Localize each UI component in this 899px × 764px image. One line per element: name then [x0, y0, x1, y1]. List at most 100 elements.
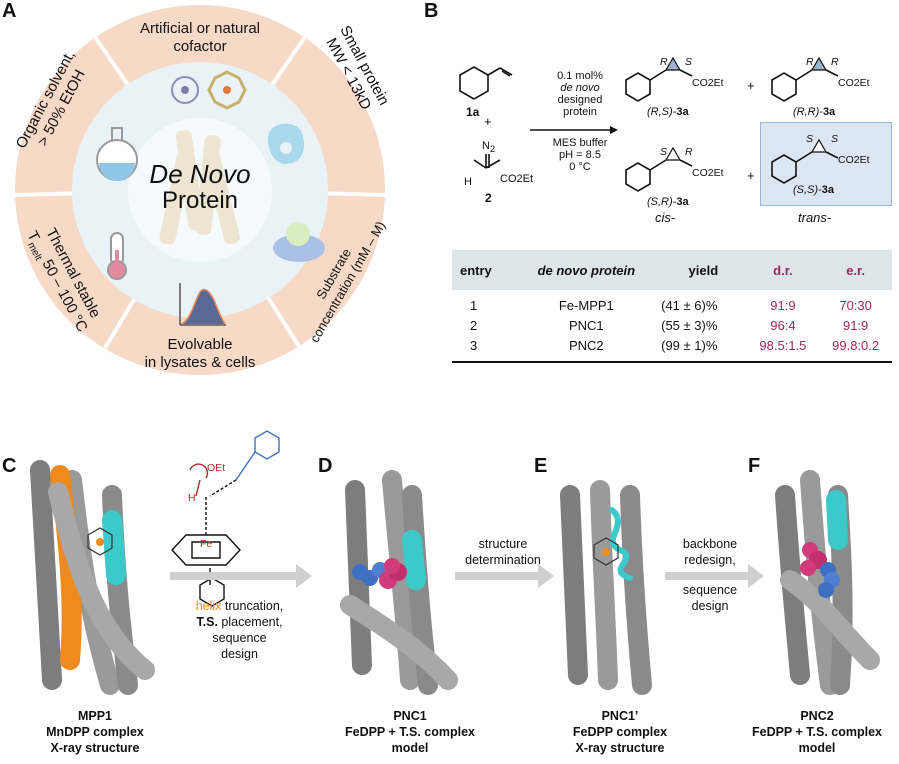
- conditions-top: 0.1 mol% de novo designed protein: [530, 70, 630, 118]
- product-ss-label: (S,S)-3a: [793, 184, 834, 196]
- caption-d-line3: model: [391, 741, 429, 755]
- cell-yield: (41 ± 6)%: [661, 298, 718, 313]
- results-table: entry de novo protein yield d.r. e.r. 1 …: [452, 250, 892, 363]
- product-rr-r2: R: [831, 56, 839, 68]
- table-row: 1 Fe-MPP1 (41 ± 6)% 91:9 70:30: [452, 290, 892, 314]
- pnc2-helix-bundle: [775, 470, 880, 695]
- cofactor-icon: [171, 70, 247, 110]
- col-yield: yield: [688, 262, 719, 278]
- arrow-1-helix-word: helix: [195, 599, 222, 613]
- caption-d-line2: FeDPP + T.S. complex: [344, 725, 476, 739]
- arrow-2-line2: determination: [465, 553, 541, 567]
- histogram-icon: [179, 283, 226, 326]
- h-label: H: [464, 176, 472, 188]
- trans-ss-highlight-box: [760, 122, 892, 206]
- caption-f-line1: PNC2: [800, 709, 834, 723]
- diazo-ester-structure: [473, 154, 501, 169]
- product-ss-co2et: CO2Et: [838, 154, 870, 166]
- ts-h-label: H: [188, 492, 196, 504]
- reactant-plus: +: [484, 114, 492, 129]
- arrow-1-line2: T.S. placement,: [172, 614, 307, 630]
- pnc2-substrate-spheres: [800, 542, 840, 598]
- product-sr-r1: S: [660, 146, 668, 158]
- product-plus-1: +: [747, 78, 755, 93]
- reactant-1a-label: 1a: [466, 105, 480, 119]
- product-rs-stereo: (R,S)-: [647, 106, 677, 118]
- panel-label-b: B: [424, 0, 439, 22]
- product-rs-co2et: CO2Et: [692, 77, 724, 89]
- panel-label-f: F: [748, 455, 761, 477]
- pnc1-substrate-spheres: [352, 558, 407, 589]
- caption-c-line2: MnDPP complex: [46, 725, 144, 739]
- conditions-ph: pH = 8.5: [559, 149, 601, 161]
- product-sr-compound: 3a: [676, 196, 689, 208]
- arrow-3-line3: sequence: [682, 583, 738, 597]
- arrow-3-line4: design: [691, 599, 729, 613]
- ts-oet-label: OEt: [207, 462, 226, 474]
- segment-top-line2: cofactor: [173, 38, 227, 55]
- col-dr: d.r.: [773, 262, 793, 278]
- segment-top-text: Artificial or natural cofactor: [110, 20, 290, 56]
- reaction-arrow: [530, 126, 618, 134]
- arrow-2-label: structure determination: [448, 536, 558, 568]
- thermometer-icon: [107, 232, 127, 280]
- cell-entry: 2: [470, 318, 478, 333]
- caption-d: PNC1 FeDPP + T.S. complex model: [325, 708, 495, 756]
- product-rr-compound: 3a: [822, 106, 836, 118]
- arrow-2: [455, 564, 554, 588]
- cell-protein: PNC1: [568, 318, 604, 333]
- product-sr-r2: R: [685, 146, 693, 158]
- product-rs-label: (R,S)-3a: [647, 106, 689, 118]
- cell-er: 70:30: [839, 298, 872, 313]
- caption-e-line3: X-ray structure: [575, 741, 665, 755]
- arrow-1-placement: placement,: [217, 615, 283, 629]
- conditions-buffer: MES buffer: [552, 137, 608, 149]
- n2-symbol: N: [482, 140, 490, 152]
- table-row: 2 PNC1 (55 ± 3)% 96:4 91:9: [452, 314, 892, 337]
- diazo-ester-label: CO2Et: [500, 173, 534, 185]
- caption-f: PNC2 FeDPP + T.S. complex model: [735, 708, 899, 756]
- arrow-1-line3: sequence: [212, 631, 267, 645]
- product-rr-co2et: CO2Et: [838, 77, 870, 89]
- panel-label-c: C: [2, 455, 17, 477]
- conditions-designed: designed: [557, 94, 603, 106]
- caption-c: MPP1 MnDPP complex X-ray structure: [20, 708, 170, 756]
- product-ss-compound: 3a: [821, 184, 834, 196]
- panel-label-d: D: [318, 455, 333, 477]
- arrow-1-line4: design: [221, 647, 258, 661]
- product-rs-compound: 3a: [676, 106, 689, 118]
- arrow-3-label: backbone redesign, sequence design: [660, 536, 760, 614]
- product-rr-stereo: (R,R)-: [793, 106, 823, 118]
- segment-bottom-line1: Evolvable: [167, 336, 233, 353]
- caption-c-line1: MPP1: [77, 709, 113, 723]
- product-rr-r1: R: [806, 56, 814, 68]
- table-row: 3 PNC2 (99 ± 1)% 98.5:1.5 99.8:0.2: [452, 337, 892, 362]
- caption-c-line3: X-ray structure: [50, 741, 140, 755]
- product-rs-r1: R: [660, 56, 668, 68]
- segment-top-line1: Artificial or natural: [139, 20, 261, 37]
- caption-d-line1: PNC1: [393, 709, 427, 723]
- center-title-line2: Protein: [161, 187, 239, 214]
- caption-f-line3: model: [798, 741, 836, 755]
- mpp1-helix-bundle: [30, 460, 155, 695]
- ts-fe-label: Fe: [200, 538, 213, 550]
- table-header-row: entry de novo protein yield d.r. e.r.: [452, 250, 892, 290]
- pnc1-prime-helix-bundle: [560, 480, 652, 695]
- cell-entry: 3: [470, 338, 478, 353]
- reactant-2-label: 2: [485, 191, 492, 205]
- conditions-loading: 0.1 mol%: [557, 70, 603, 82]
- conditions-de-novo: de novo: [560, 82, 600, 94]
- col-protein: de novo protein: [537, 262, 636, 278]
- arrow-1-truncation: truncation,: [221, 599, 284, 613]
- pnc1-prime-cofactor-icon: [593, 537, 619, 566]
- product-plus-2: +: [747, 168, 755, 183]
- cell-entry: 1: [470, 298, 478, 313]
- arrow-1-ts-word: T.S.: [196, 615, 218, 629]
- col-er: e.r.: [846, 262, 866, 278]
- mpp1-cofactor-icon: [87, 527, 113, 556]
- cell-dr: 96:4: [770, 318, 796, 333]
- product-sr-co2et: CO2Et: [692, 167, 724, 179]
- product-ss-r2: S: [831, 133, 839, 145]
- arrow-3-line1: backbone: [682, 537, 738, 551]
- caption-e-line1: PNC1’: [601, 709, 639, 723]
